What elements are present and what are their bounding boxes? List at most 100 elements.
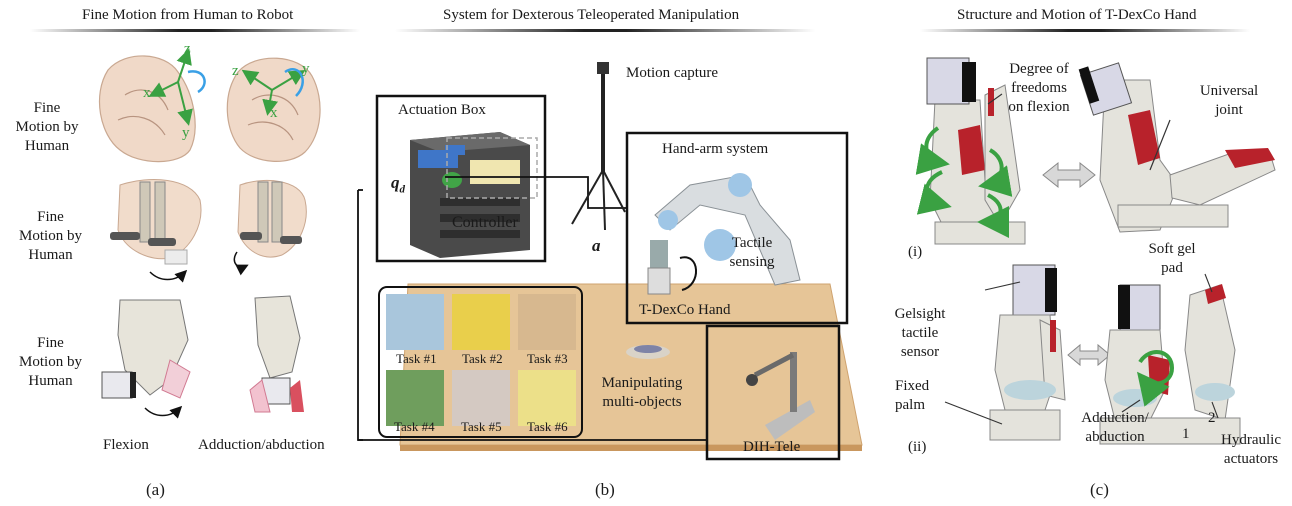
a-symbol: a bbox=[592, 236, 601, 255]
motion-capture-tripod bbox=[571, 62, 626, 231]
universal-joint-line1: Universal bbox=[1199, 83, 1259, 99]
task-3-label: Task #3 bbox=[527, 351, 568, 366]
task-6-label: Task #6 bbox=[527, 419, 568, 434]
gelsight-line1: Gelsight bbox=[894, 306, 946, 322]
row1-label: Fine Motion by Human bbox=[12, 99, 82, 156]
hand-arm-frame bbox=[625, 131, 849, 325]
panel-a-title: Fine Motion from Human to Robot bbox=[82, 7, 294, 23]
axis-x-right: x bbox=[270, 105, 278, 121]
num-2-label: 2 bbox=[1208, 410, 1216, 426]
task-2-label: Task #2 bbox=[462, 351, 503, 366]
hydraulic-line2: actuators bbox=[1223, 451, 1279, 467]
flexion-label: Flexion bbox=[103, 437, 149, 453]
dih-tele-label: DIH-Tele bbox=[743, 439, 801, 455]
soft-gel-label: Soft gel pad bbox=[1136, 240, 1208, 278]
row1-label-line1: Fine bbox=[33, 100, 61, 116]
tactile-sensing-line1: Tactile bbox=[731, 235, 773, 251]
dof-line3: on flexion bbox=[1008, 99, 1070, 115]
caption-b: (b) bbox=[595, 480, 615, 499]
human-hand-pinch bbox=[98, 55, 196, 163]
hydraulic-line1: Hydraulic bbox=[1221, 432, 1281, 448]
roman-i-label: (i) bbox=[908, 244, 923, 260]
fixed-palm-line2: palm bbox=[895, 397, 925, 413]
task-1-label: Task #1 bbox=[396, 351, 437, 366]
double-arrow-ii-icon bbox=[1067, 343, 1111, 367]
tactile-sensing-line2: sensing bbox=[729, 254, 775, 270]
roman-ii-label: (ii) bbox=[908, 439, 927, 455]
finger-pair-front bbox=[989, 264, 1066, 441]
actuation-box-machine bbox=[410, 132, 530, 258]
exoskeleton-hand-right bbox=[237, 179, 307, 258]
axis-y-right: y bbox=[302, 61, 310, 77]
panel-a-title-rule bbox=[30, 29, 360, 32]
rotation-arrow-hand-icon bbox=[679, 256, 697, 291]
dof-line2: freedoms bbox=[1011, 80, 1067, 96]
soft-gel-line1: Soft gel bbox=[1148, 241, 1196, 257]
q-symbol-letter: q bbox=[391, 173, 400, 192]
robot-fingers-flexion bbox=[101, 299, 191, 399]
controller-dashed-box bbox=[446, 137, 538, 199]
row2-label-line1: Fine bbox=[37, 209, 64, 225]
rotation-arrow-right-icon bbox=[284, 68, 304, 97]
leader-lines bbox=[944, 93, 1219, 425]
actuation-box-label: Actuation Box bbox=[398, 102, 486, 118]
tactile-sensing-label: Tactile sensing bbox=[722, 234, 782, 272]
universal-joint-line2: joint bbox=[1215, 102, 1243, 118]
row3-label-line1: Fine bbox=[37, 335, 64, 351]
row3-label: Fine Motion by Human bbox=[8, 334, 93, 391]
axis-x-left: x bbox=[143, 85, 151, 101]
manipulating-line2: multi-objects bbox=[602, 394, 682, 410]
caption-c: (c) bbox=[1090, 480, 1109, 499]
soft-gel-line2: pad bbox=[1161, 260, 1183, 276]
panel-c-title-rule bbox=[920, 29, 1250, 32]
flexion-arrow-row3-icon bbox=[144, 405, 183, 419]
robot-fingers-adduction bbox=[249, 295, 304, 413]
dof-line1: Degree of bbox=[1009, 61, 1069, 77]
adduction-c-line1: Adduction/ bbox=[1081, 410, 1149, 426]
task-5-label: Task #5 bbox=[461, 419, 502, 434]
exoskeleton-hand-left bbox=[110, 179, 202, 265]
manipulating-line1: Manipulating bbox=[601, 375, 683, 391]
dih-tele-device bbox=[746, 352, 815, 440]
row2-label: Fine Motion by Human bbox=[8, 208, 93, 265]
connection-lines bbox=[357, 176, 707, 441]
q-symbol: qd bbox=[391, 173, 405, 199]
fixed-palm-label: Fixed palm bbox=[895, 377, 929, 415]
gelsight-line2: tactile bbox=[901, 325, 939, 341]
universal-joint-label: Universal joint bbox=[1194, 82, 1264, 120]
task-4-label: Task #4 bbox=[394, 419, 435, 434]
panel-b-title-rule bbox=[395, 29, 815, 32]
object-bowl bbox=[626, 345, 670, 359]
double-arrow-i-icon bbox=[1042, 161, 1096, 189]
row1-label-line2: Motion by bbox=[15, 119, 79, 135]
row1-label-line3: Human bbox=[24, 138, 70, 154]
hydraulic-label: Hydraulic actuators bbox=[1212, 431, 1290, 469]
dih-tele-frame bbox=[705, 324, 841, 461]
rotation-arrow-left-icon bbox=[187, 70, 206, 94]
hand-arm-system-label: Hand-arm system bbox=[662, 141, 769, 157]
num-1-label: 1 bbox=[1182, 426, 1190, 442]
axes-right bbox=[241, 69, 306, 116]
row3-label-line3: Human bbox=[28, 373, 73, 389]
axis-y-left: y bbox=[182, 125, 190, 141]
axis-z-left: z bbox=[184, 41, 191, 57]
green-rotation-arrows-icon bbox=[915, 126, 1013, 238]
row2-label-line2: Motion by bbox=[19, 228, 82, 244]
manipulating-label: Manipulating multi-objects bbox=[587, 374, 697, 412]
axis-z-right: z bbox=[232, 63, 239, 79]
q-subscript: d bbox=[399, 183, 406, 196]
fixed-palm-line1: Fixed bbox=[895, 378, 930, 394]
flexion-arrow-row2-icon bbox=[149, 269, 188, 283]
finger-pair-open bbox=[1078, 62, 1276, 233]
panel-b-title: System for Dexterous Teleoperated Manipu… bbox=[443, 7, 740, 23]
adduction-c-line2: abduction bbox=[1085, 429, 1145, 445]
tdexco-hand-label: T-DexCo Hand bbox=[639, 302, 731, 318]
adduction-abduction-c-label: Adduction/ abduction bbox=[1072, 409, 1158, 447]
controller-label: Controller bbox=[452, 214, 518, 231]
row3-label-line2: Motion by bbox=[19, 354, 82, 370]
actuation-box-frame bbox=[375, 94, 547, 263]
motion-capture-label: Motion capture bbox=[626, 65, 719, 81]
